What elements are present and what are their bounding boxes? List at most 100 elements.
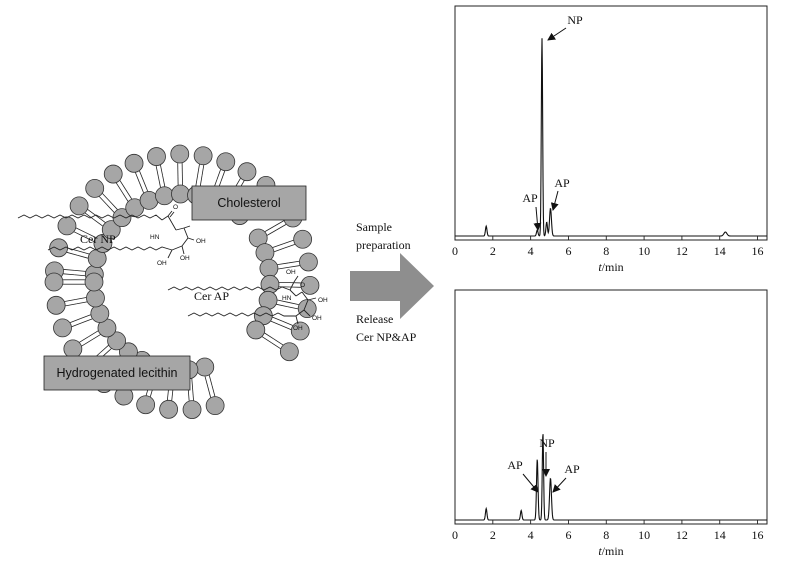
x-tick-label: 16 bbox=[752, 244, 764, 258]
lipid-head-outer bbox=[53, 318, 72, 338]
lipid-tail bbox=[288, 301, 299, 305]
lipid-tail bbox=[264, 225, 275, 232]
lipid-tail bbox=[264, 332, 274, 340]
lipid-tail bbox=[79, 336, 89, 343]
lipid-tail bbox=[155, 165, 159, 177]
lipid-tail bbox=[272, 316, 283, 322]
lipid-tail bbox=[100, 344, 109, 353]
lipid-tail bbox=[77, 254, 89, 259]
lipid-tail bbox=[278, 266, 290, 270]
lipid-tail bbox=[81, 339, 92, 347]
lipid-tail bbox=[171, 389, 174, 401]
lipid-tail bbox=[63, 273, 75, 276]
lipid-tail bbox=[282, 239, 294, 245]
peak-annotation: AP bbox=[522, 191, 538, 205]
plot-frame bbox=[454, 289, 768, 525]
lipid-tail bbox=[204, 376, 209, 387]
plot-frame bbox=[454, 5, 768, 241]
lipid-tail bbox=[274, 247, 285, 253]
lipid-head-outer bbox=[69, 196, 89, 216]
x-tick-label: 12 bbox=[676, 244, 688, 258]
lipid-tail bbox=[191, 378, 194, 390]
lipid-tail bbox=[216, 169, 222, 180]
lipid-tail bbox=[85, 232, 96, 238]
peak-arrow bbox=[522, 473, 539, 493]
lipid-tail bbox=[166, 389, 169, 401]
lipid-tail bbox=[125, 189, 133, 200]
lipid-head-outer bbox=[193, 146, 213, 166]
lipid-head-inner bbox=[155, 186, 174, 206]
lipid-tail bbox=[106, 204, 115, 213]
lipid-tail bbox=[88, 330, 99, 337]
lipid-tail bbox=[90, 334, 101, 341]
x-tick-label: 14 bbox=[714, 528, 726, 542]
lipid-tail bbox=[280, 324, 292, 330]
chem-o-ap: O bbox=[300, 282, 305, 289]
x-tick-label: 4 bbox=[528, 244, 534, 258]
lipid-head-outer bbox=[182, 400, 202, 420]
lipid-tail bbox=[74, 269, 86, 272]
lipid-head-inner bbox=[93, 234, 113, 253]
cer-ap-molecule: OH O HN OH OH OH bbox=[167, 269, 328, 332]
lipid-head-inner bbox=[171, 184, 190, 204]
lipid-tail bbox=[284, 243, 296, 249]
lipid-tail bbox=[63, 269, 75, 271]
lecithin-box bbox=[43, 355, 191, 391]
lipid-head-inner bbox=[246, 320, 266, 340]
x-tick-label: 0 bbox=[452, 528, 458, 542]
lipid-tail bbox=[277, 262, 289, 266]
lipid-tail bbox=[162, 175, 166, 187]
lipid-head-outer bbox=[124, 153, 144, 173]
lipid-tail bbox=[81, 318, 93, 324]
peak-annotation: NP bbox=[539, 436, 555, 450]
lipid-tail bbox=[121, 191, 129, 202]
lipid-tail bbox=[98, 196, 108, 205]
lipid-tail bbox=[64, 299, 76, 302]
process-arrow-group: Sample preparation Release Cer NP&AP bbox=[350, 220, 434, 344]
liposome-diagram: O HN OH OH OH Cer NP OH O HN OH OH O bbox=[17, 144, 328, 420]
x-tick-label: 4 bbox=[528, 528, 534, 542]
lipid-tail bbox=[102, 348, 112, 357]
x-tick-label: 12 bbox=[676, 528, 688, 542]
chem-oh-np-3: OH bbox=[157, 260, 167, 267]
lipid-tail bbox=[277, 299, 289, 303]
chem-hn-np: HN bbox=[150, 234, 160, 241]
lipid-tail bbox=[74, 274, 86, 277]
lipid-tail bbox=[160, 164, 164, 176]
lipid-tail bbox=[207, 386, 212, 398]
lipid-tail bbox=[75, 297, 87, 300]
lipid-head-inner bbox=[259, 258, 279, 278]
lipid-tail bbox=[282, 320, 293, 326]
lipid-tail bbox=[109, 201, 118, 210]
lipid-tail bbox=[199, 175, 203, 187]
peak-arrow bbox=[552, 477, 567, 493]
lipid-tail bbox=[266, 229, 277, 236]
lipid-tail bbox=[84, 212, 95, 220]
lipid-head-outer bbox=[147, 147, 166, 166]
lipid-tail bbox=[220, 170, 226, 182]
lipid-tail bbox=[272, 243, 284, 248]
lipid-tail bbox=[157, 176, 161, 188]
cer-np-molecule: O HN OH OH OH bbox=[17, 204, 206, 267]
lipid-head-outer bbox=[279, 342, 299, 362]
lipid-head-inner bbox=[101, 220, 121, 240]
process-text-line-1: Sample bbox=[356, 220, 392, 234]
lipid-head-outer bbox=[44, 272, 64, 292]
lipid-head-inner bbox=[107, 331, 127, 351]
x-tick-label: 0 bbox=[452, 244, 458, 258]
lipid-tail bbox=[208, 375, 213, 386]
lipid-tail bbox=[276, 224, 287, 231]
lipid-tail bbox=[135, 172, 140, 183]
chromatogram-trace bbox=[455, 434, 767, 521]
lipid-head-inner bbox=[260, 274, 280, 294]
lipid-tail bbox=[270, 320, 282, 326]
lipid-head-outer bbox=[216, 152, 236, 172]
label-cer-np: Cer NP bbox=[80, 232, 116, 246]
process-text-line-2: preparation bbox=[356, 238, 411, 252]
process-text-line-4: Cer NP&AP bbox=[356, 330, 417, 344]
lipid-tail bbox=[87, 209, 97, 217]
lipid-tail bbox=[271, 342, 281, 349]
lipid-tail bbox=[83, 236, 95, 242]
x-tick-label: 6 bbox=[565, 244, 571, 258]
